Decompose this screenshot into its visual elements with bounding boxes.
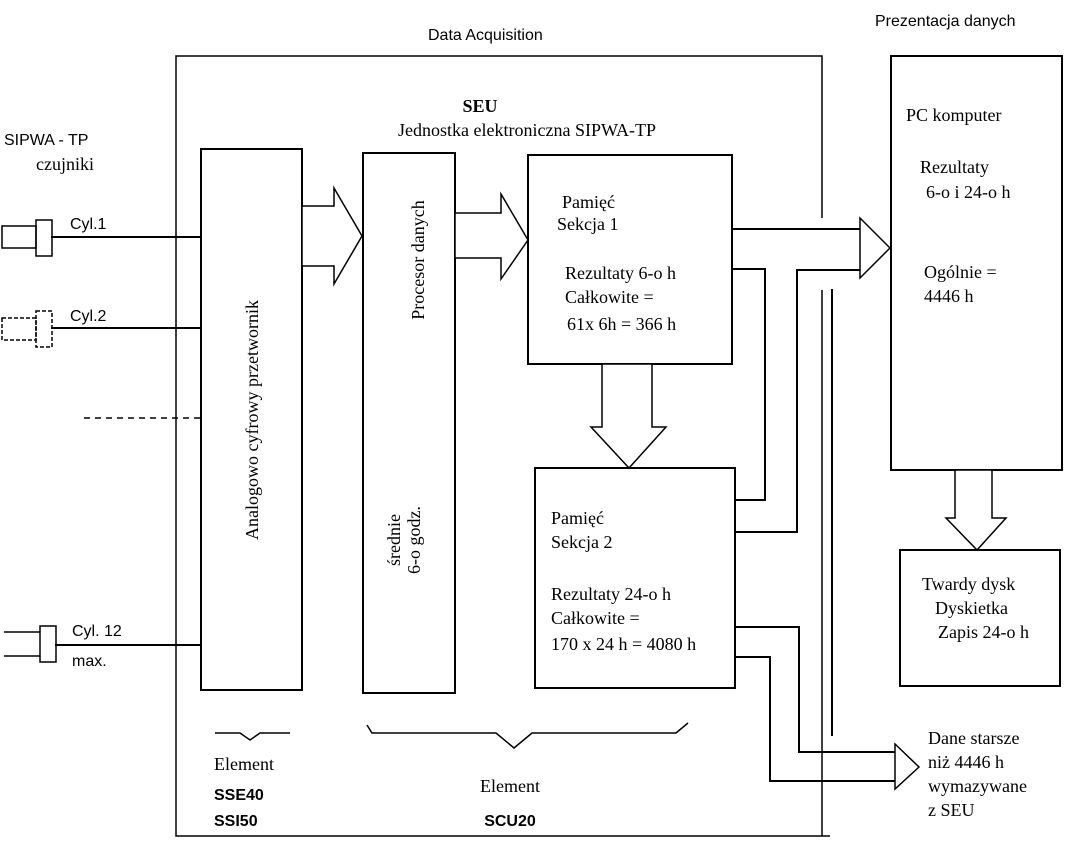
pc-line4: Ogólnie =	[924, 262, 997, 282]
sensor-connector-head	[35, 219, 53, 257]
element-left-code2: SSI50	[214, 813, 258, 830]
memory2-line2: Sekcja 2	[551, 532, 612, 552]
data-acquisition-title: Data Acquisition	[428, 27, 543, 44]
sensor-label: Cyl. 12	[72, 623, 122, 640]
processor-note-line1: średnie	[384, 514, 404, 566]
pc-line2: Rezultaty	[920, 157, 989, 177]
sensor-cyl-1: Cyl.1	[1, 216, 201, 257]
element-left-label: Element	[214, 754, 274, 774]
storage-line3: Zapis 24-o h	[938, 622, 1029, 642]
sensor-label: Cyl.1	[70, 216, 107, 233]
memory2-line4: Całkowite =	[551, 608, 640, 628]
adc-block	[200, 148, 303, 691]
erased-note-line4: z SEU	[928, 800, 975, 820]
arrow-head-erased	[894, 742, 921, 791]
processor-note-line2: 6-o godz.	[404, 506, 424, 574]
sensor-connector-body	[1, 317, 37, 341]
pc-line1: PC komputer	[906, 105, 1002, 125]
memory2-line3: Rezultaty 24-o h	[551, 584, 671, 604]
element-center-label: Element	[480, 776, 540, 796]
sensor-connector-head	[35, 310, 53, 348]
memory1-line2: Sekcja 1	[557, 214, 618, 234]
pc-computer-block	[890, 55, 1063, 471]
element-center-code: SCU20	[484, 813, 536, 830]
sensor-max-label: max.	[72, 653, 107, 670]
memory2-line5: 170 x 24 h = 4080 h	[551, 634, 696, 654]
arrow-pc-to-storage	[944, 469, 1008, 552]
sensor-cyl-12: Cyl. 12 max.	[4, 623, 201, 670]
memory1-line1: Pamięć	[562, 192, 615, 212]
pc-line3: 6-o i 24-o h	[926, 182, 1011, 202]
arrow-memories-to-pc	[731, 216, 892, 533]
arrow-head-to-pc	[859, 216, 892, 280]
arrow-memory1-to-memory2	[589, 363, 668, 470]
memory1-line3: Rezultaty 6-o h	[565, 263, 676, 283]
storage-block	[899, 549, 1061, 687]
memory-section-1-block	[527, 154, 733, 365]
memory1-line4: Całkowite =	[565, 287, 654, 307]
seu-title: SEU	[462, 96, 497, 116]
data-presentation-title: Prezentacja danych	[875, 13, 1016, 30]
element-left-code1: SSE40	[214, 787, 264, 804]
arrow-processor-to-memory1	[454, 191, 529, 282]
erased-note-line2: niż 4446 h	[928, 752, 1004, 772]
processor-block	[362, 152, 456, 694]
sensor-cyl-2: Cyl.2	[1, 308, 201, 348]
storage-line2: Dyskietka	[935, 598, 1008, 618]
arrow-loop-memory1	[731, 268, 766, 501]
pc-line5: 4446 h	[924, 286, 974, 306]
processor-label: Procesor danych	[408, 200, 428, 319]
erased-note-line3: wymazywane	[928, 776, 1027, 796]
sensor-connector-body	[1, 225, 37, 249]
arrow-inner-path	[734, 626, 896, 753]
memory1-line5: 61x 6h = 366 h	[567, 314, 676, 334]
arrow-memory2-to-erased	[734, 626, 921, 791]
sensor-connector-head	[39, 625, 57, 663]
sensor-label: Cyl.2	[70, 308, 107, 325]
memory-section-2-block	[534, 467, 736, 689]
adc-label: Analogowo cyfrowy przetwornik	[242, 300, 262, 540]
data-acquisition-frame	[175, 55, 830, 837]
brace-adc	[215, 732, 290, 741]
sensors-title: SIPWA - TP	[4, 132, 88, 149]
sensors-subtitle: czujniki	[36, 154, 94, 174]
erased-note-line1: Dane starsze	[928, 728, 1019, 748]
arrow-loop-memory2	[734, 269, 861, 533]
brace-processor-memory	[366, 722, 689, 749]
arrow-outer-path	[734, 656, 896, 782]
arrow-adc-to-processor	[301, 185, 363, 287]
storage-line1: Twardy dysk	[922, 574, 1015, 594]
seu-subtitle: Jednostka elektroniczna SIPWA-TP	[398, 120, 656, 140]
memory2-line1: Pamięć	[551, 508, 604, 528]
